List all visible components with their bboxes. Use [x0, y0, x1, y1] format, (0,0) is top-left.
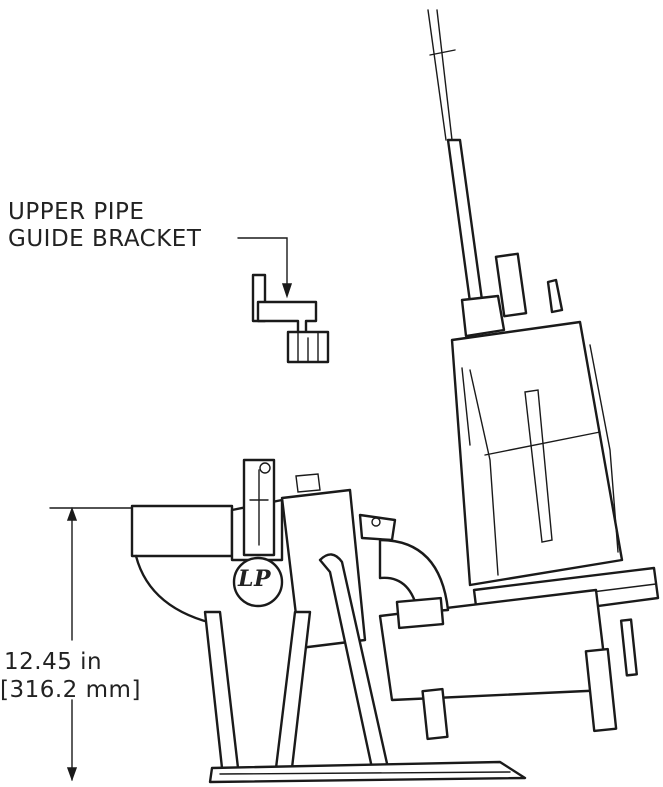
callout-leader: [237, 237, 293, 299]
upper-pipe-guide-bracket: [251, 273, 330, 364]
pump-assembly: [378, 9, 660, 741]
height-dimension: [49, 506, 139, 782]
dimension-imperial: 12.45 in: [4, 649, 103, 675]
discharge-elbow: [130, 458, 450, 650]
callout-line-1: UPPER PIPE: [8, 199, 145, 225]
callout-line-2: GUIDE BRACKET: [8, 226, 202, 252]
base-stand: [203, 553, 527, 784]
dimension-metric: [316.2 mm]: [0, 677, 141, 703]
lp-logo: LP: [238, 566, 272, 592]
